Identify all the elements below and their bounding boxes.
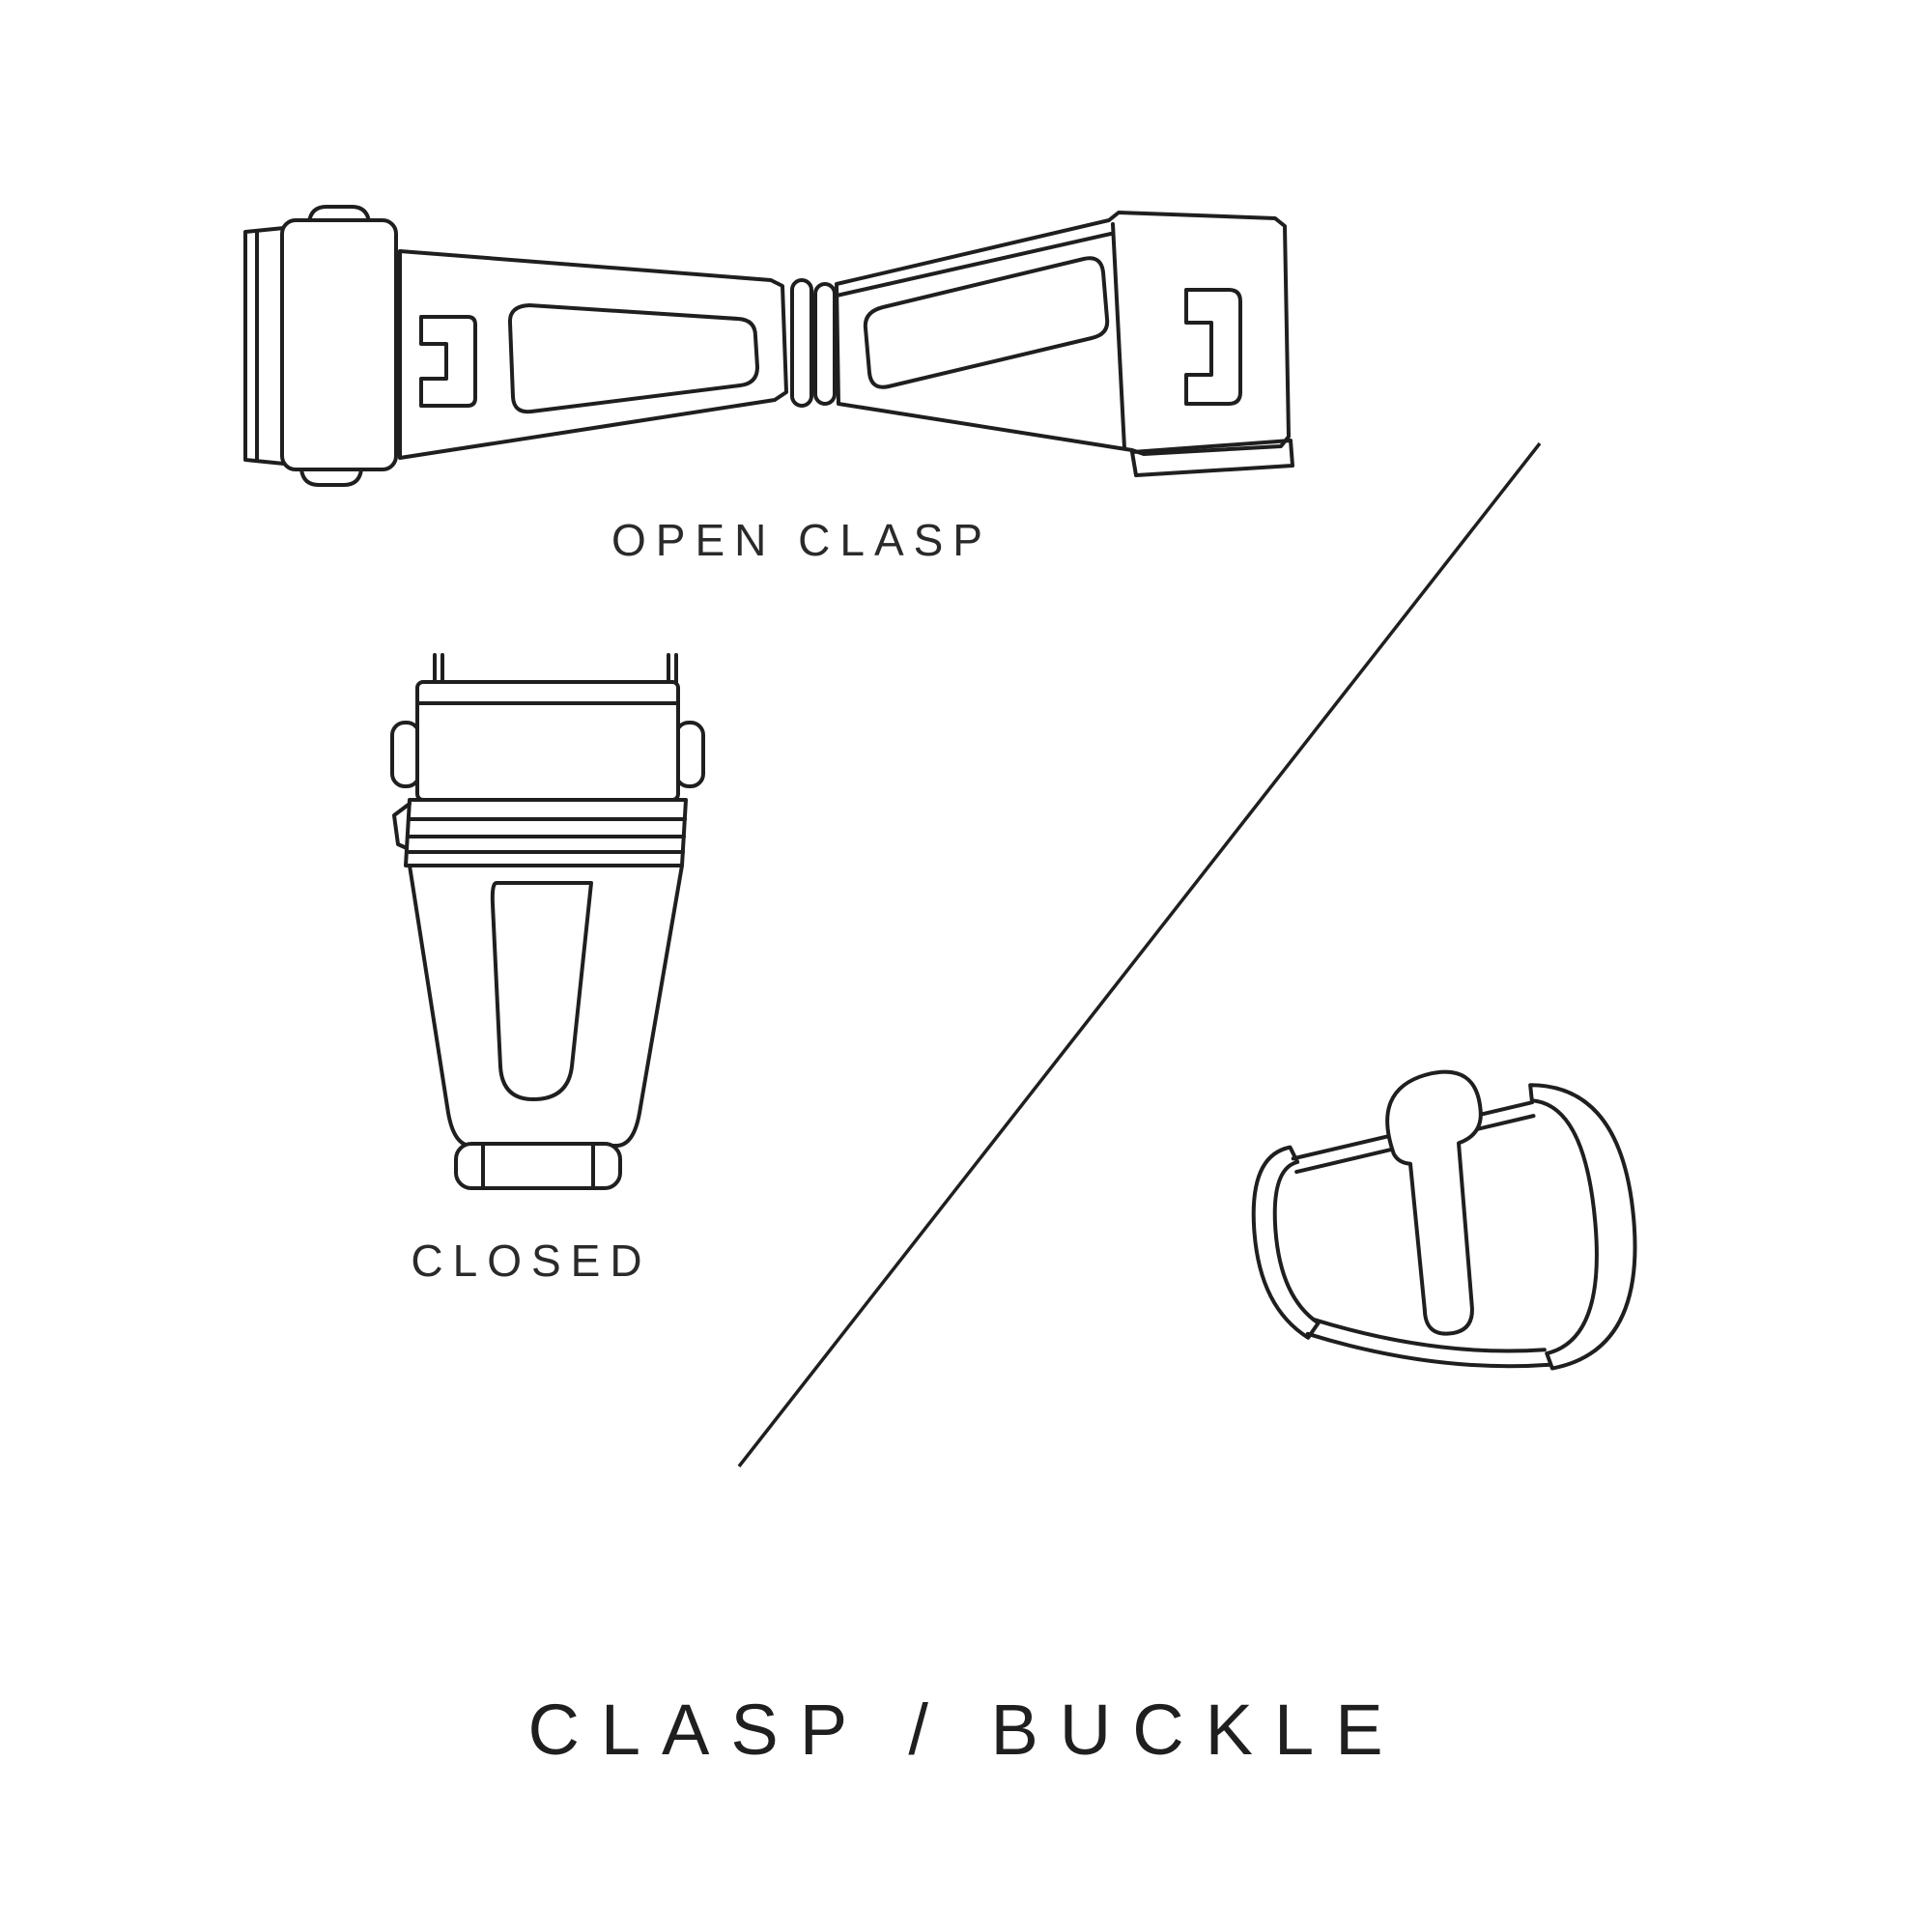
tang-buckle-illustration	[1251, 1069, 1637, 1371]
page-title: CLASP / BUCKLE	[527, 1690, 1405, 1770]
open-clasp-illustration	[243, 205, 1294, 487]
open-clasp-label: OPEN CLASP	[611, 515, 992, 565]
divider-line	[737, 441, 1542, 1468]
closed-clasp-illustration	[390, 653, 705, 1190]
closed-clasp-label: CLOSED	[411, 1236, 652, 1286]
